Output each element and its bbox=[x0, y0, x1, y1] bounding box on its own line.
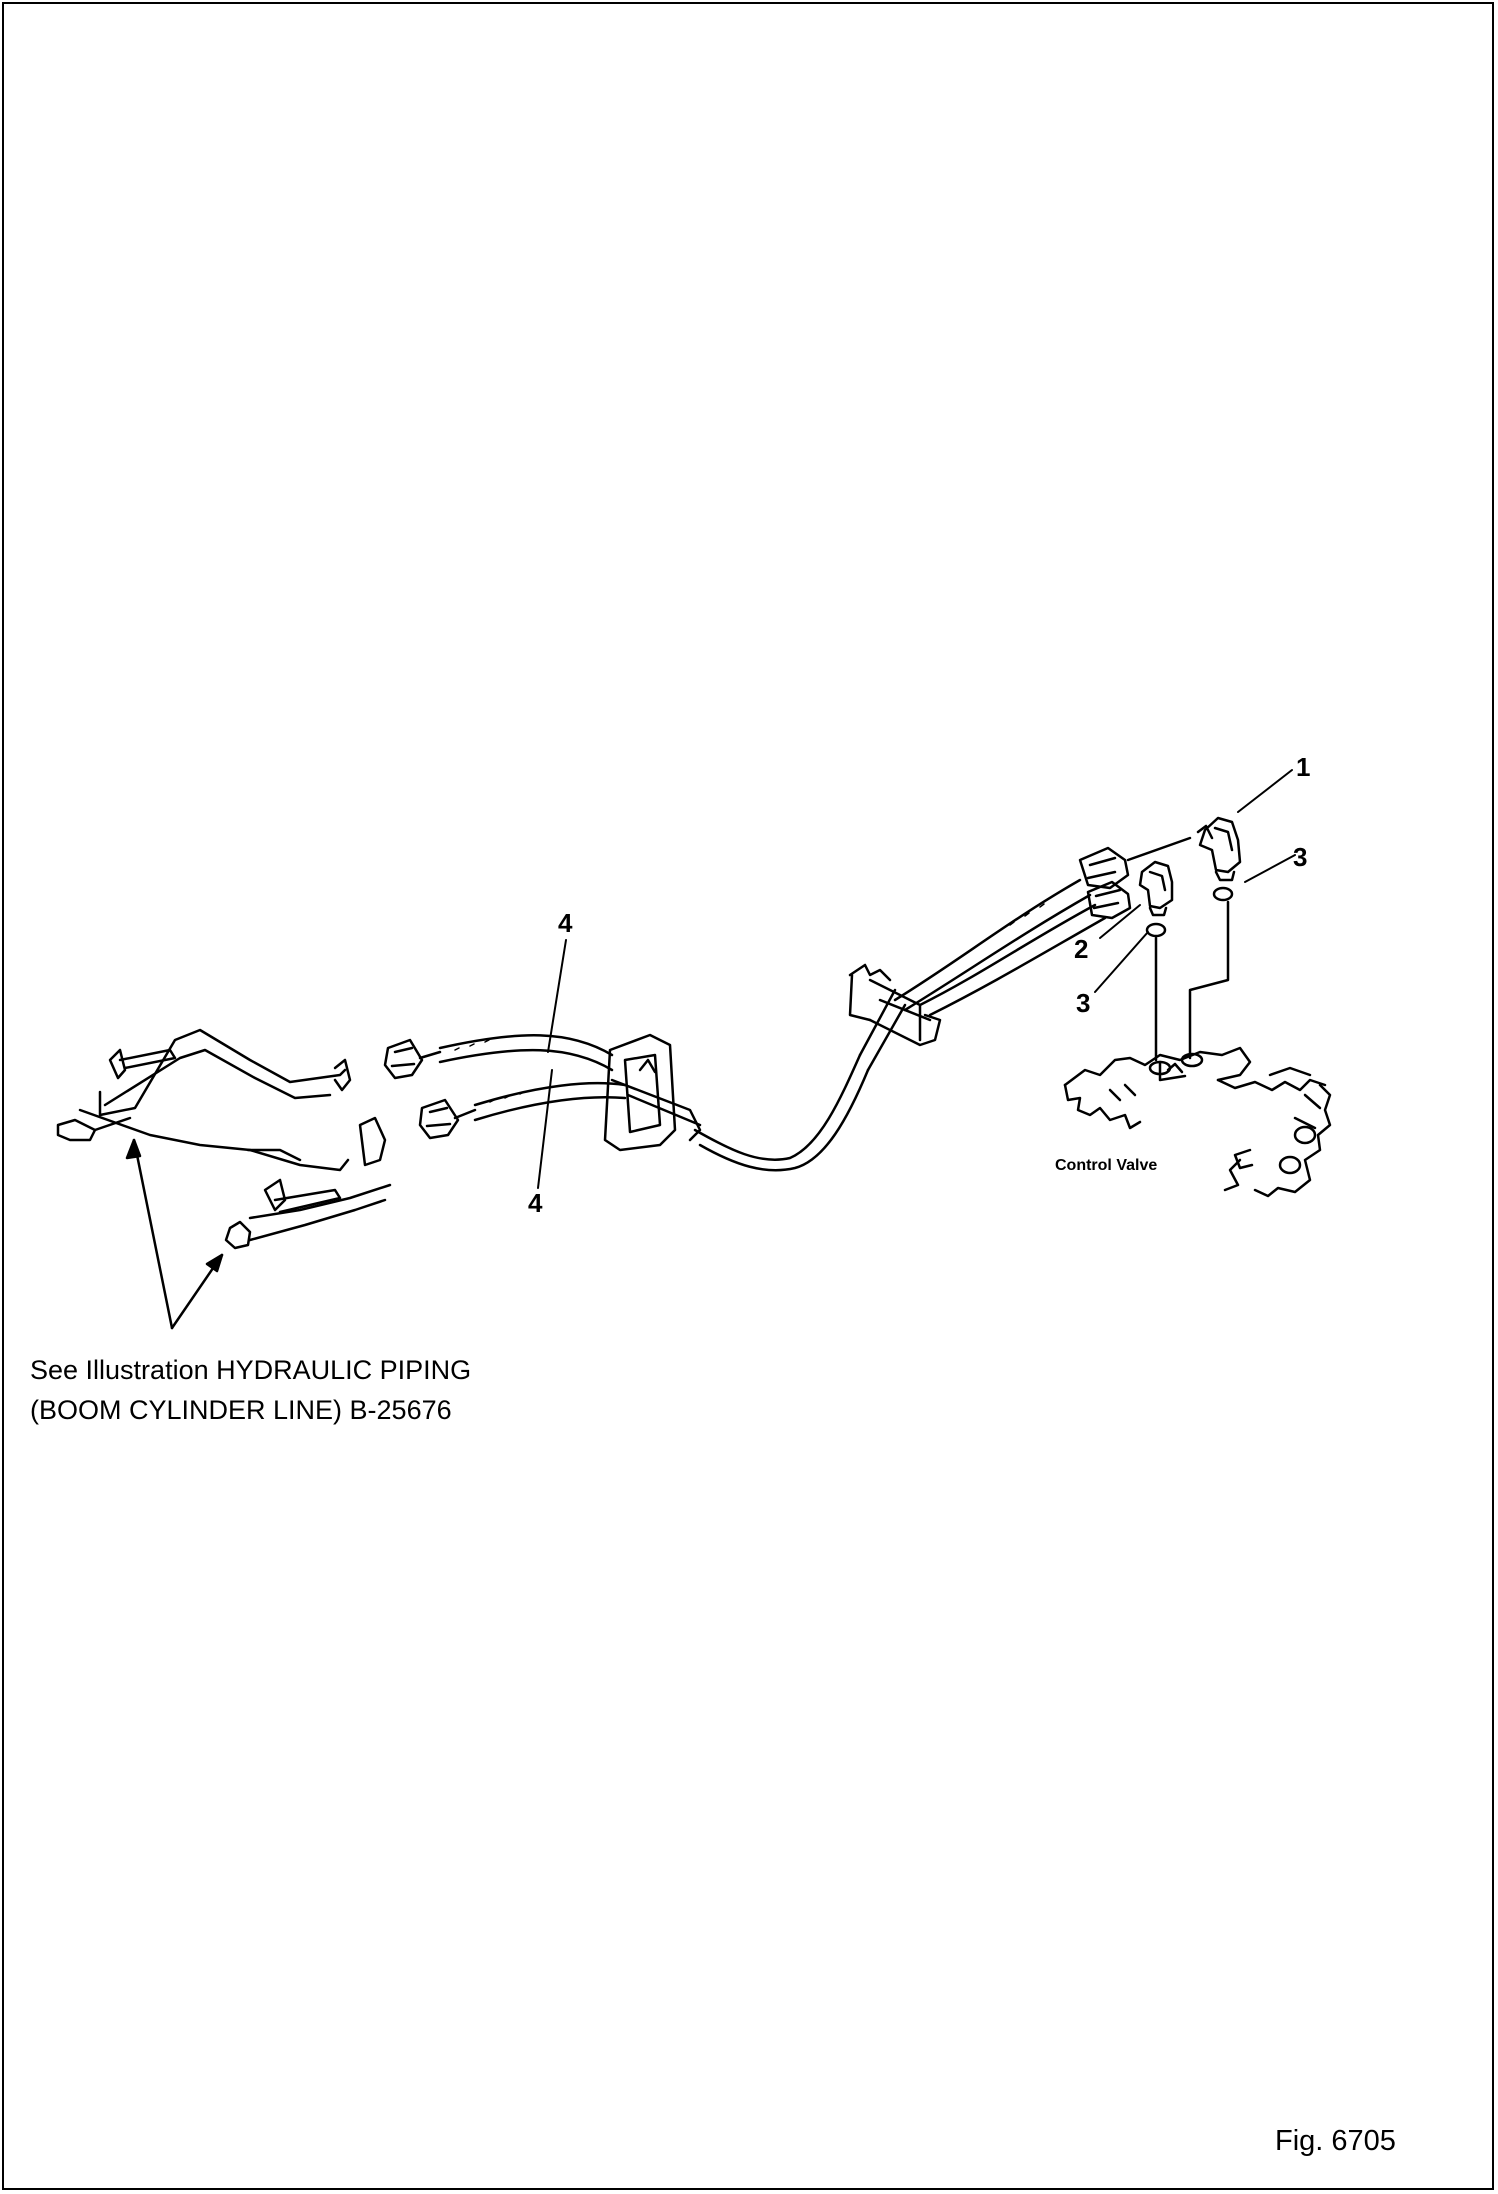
hose-end-fitting-lower-right bbox=[1086, 880, 1132, 920]
callout-leaders bbox=[537, 769, 1296, 1189]
hose-clamp-bracket-center bbox=[848, 963, 942, 1047]
control-valve-label: Control Valve bbox=[1055, 1157, 1157, 1174]
reference-note-line-1: See Illustration HYDRAULIC PIPING bbox=[30, 1355, 472, 1385]
hose-clamp-bracket-left bbox=[603, 1033, 702, 1152]
hose-end-fitting-upper-right bbox=[1078, 836, 1192, 890]
hose-fitting-lower bbox=[418, 1098, 477, 1140]
control-valve bbox=[1063, 1046, 1332, 1198]
reference-note-line-2: (BOOM CYLINDER LINE) B-25676 bbox=[30, 1395, 452, 1425]
boom-cylinder-pipe-lower bbox=[78, 1108, 392, 1250]
o-ring-3-lower bbox=[1145, 922, 1167, 938]
callout-part-1: 1 bbox=[1296, 752, 1310, 782]
o-ring-3-upper bbox=[1212, 886, 1234, 902]
callout-part-2: 2 bbox=[1074, 934, 1088, 964]
main-hose-run bbox=[693, 988, 907, 1172]
assembly-leader-lines bbox=[1154, 900, 1230, 1062]
reference-note: See Illustration HYDRAULIC PIPING (BOOM … bbox=[30, 1350, 471, 1430]
boom-cylinder-pipe-upper bbox=[56, 1028, 352, 1142]
reference-arrows bbox=[125, 1138, 224, 1330]
hose-fitting-upper bbox=[383, 1038, 442, 1080]
callout-part-3-lower: 3 bbox=[1076, 988, 1090, 1018]
hose-4-lower bbox=[473, 1081, 627, 1122]
callout-part-4-lower: 4 bbox=[528, 1188, 543, 1218]
upper-hose-pair bbox=[893, 878, 1107, 1017]
callout-part-3-upper: 3 bbox=[1293, 842, 1307, 872]
elbow-fitting-1 bbox=[1196, 816, 1242, 882]
hose-4-upper bbox=[438, 1034, 614, 1072]
callout-part-4-upper: 4 bbox=[558, 908, 573, 938]
figure-number: Fig. 6705 bbox=[1275, 2125, 1396, 2157]
elbow-fitting-2 bbox=[1138, 860, 1174, 917]
